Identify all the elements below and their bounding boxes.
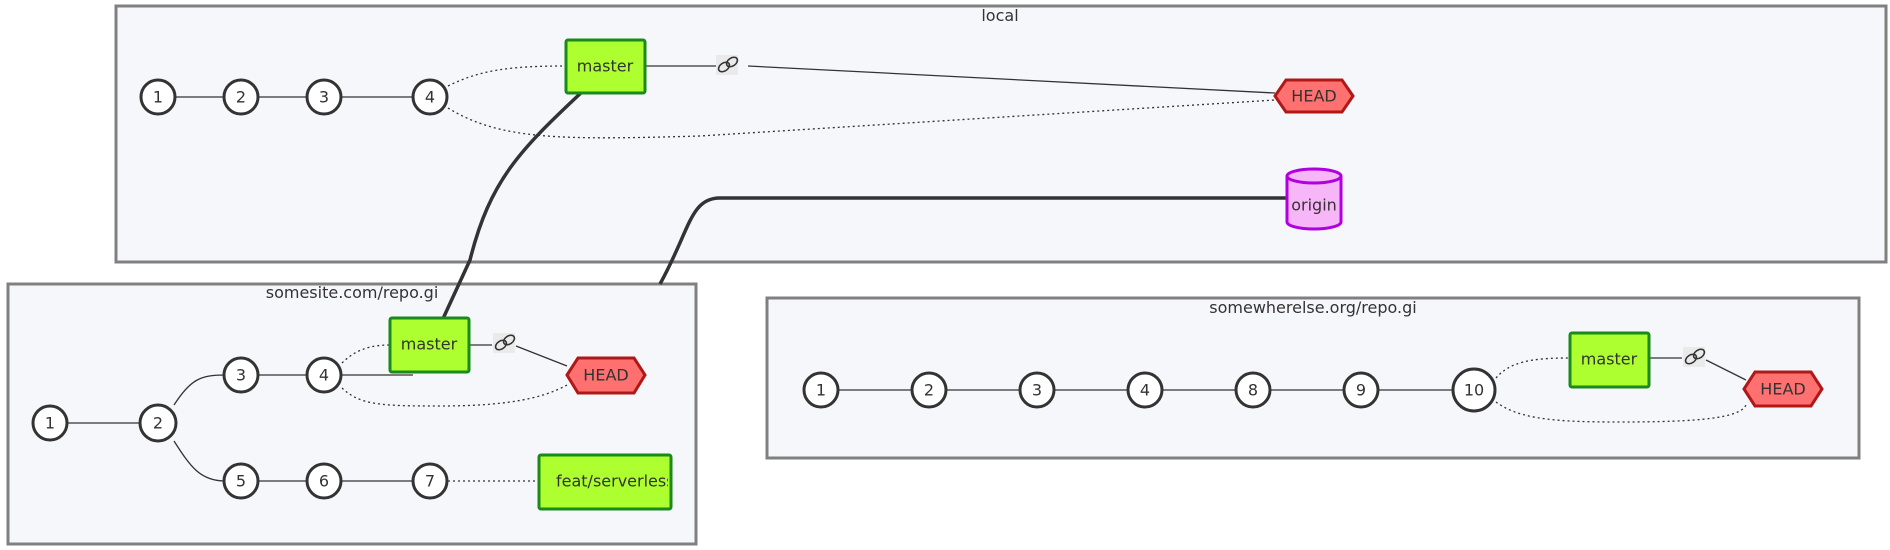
head-label: HEAD <box>1291 87 1336 106</box>
remote-label: origin <box>1291 196 1337 215</box>
commit-label: 4 <box>1140 381 1150 400</box>
commit-label: 1 <box>45 414 55 433</box>
commit-label: 3 <box>236 366 246 385</box>
commit-node[interactable]: 8 <box>1234 371 1272 409</box>
commit-label: 9 <box>1356 381 1366 400</box>
nodes-somesite: 1 2 3 4 5 6 7 master <box>31 316 675 511</box>
head-label: HEAD <box>1760 380 1805 399</box>
commit-label: 1 <box>816 381 826 400</box>
commit-label: 2 <box>924 381 934 400</box>
branch-master-somesite[interactable]: master <box>388 316 471 374</box>
link-icon <box>716 55 739 75</box>
commit-label: 5 <box>236 472 246 491</box>
head-label: HEAD <box>583 366 628 385</box>
commit-node[interactable]: 2 <box>138 403 178 443</box>
commit-node[interactable]: 3 <box>305 78 343 116</box>
edge-origin-to-somesite <box>658 196 1287 285</box>
edges-somewherelse <box>838 357 1747 423</box>
cluster-title-local: local <box>981 6 1018 25</box>
nodes-somewherelse: 1 2 3 4 8 9 10 master <box>802 331 1824 413</box>
head-somewherelse[interactable]: HEAD <box>1742 370 1824 408</box>
branch-label: master <box>1581 350 1638 369</box>
link-icon <box>1683 347 1706 367</box>
head-local[interactable]: HEAD <box>1273 78 1355 114</box>
remote-origin[interactable]: origin <box>1285 167 1343 231</box>
commit-label: 1 <box>153 88 163 107</box>
branch-label: master <box>577 57 634 76</box>
commit-node[interactable]: 6 <box>305 462 343 500</box>
commit-node[interactable]: 10 <box>1451 367 1497 413</box>
edge <box>747 65 1276 94</box>
commit-node[interactable]: 4 <box>411 78 449 116</box>
commit-node[interactable]: 4 <box>1126 371 1164 409</box>
branch-label: master <box>401 335 458 354</box>
commit-node[interactable]: 7 <box>411 462 449 500</box>
edge <box>1495 357 1571 379</box>
commit-label: 3 <box>1032 381 1042 400</box>
edges-local <box>176 65 1276 139</box>
cluster-somesite: somesite.com/repo.gi <box>6 282 698 546</box>
branch-master-somewherelse[interactable]: master <box>1568 331 1651 389</box>
commit-label: 2 <box>236 88 246 107</box>
cross-edges <box>439 89 1287 324</box>
edge-local-master-to-remote-master <box>439 89 585 324</box>
edge <box>447 65 567 87</box>
edge <box>447 99 1276 139</box>
cluster-title-somesite: somesite.com/repo.gi <box>266 283 439 302</box>
commit-node[interactable]: 3 <box>222 356 260 394</box>
commit-label: 7 <box>425 472 435 491</box>
commit-label: 6 <box>319 472 329 491</box>
commit-node[interactable]: 9 <box>1342 371 1380 409</box>
commit-node[interactable]: 1 <box>31 404 69 442</box>
edge <box>173 374 226 406</box>
branch-feat-serverless[interactable]: feat/serverless <box>537 453 675 511</box>
head-somesite[interactable]: HEAD <box>565 356 647 395</box>
commit-label: 2 <box>153 414 163 433</box>
cluster-somewherelse: somewherelse.org/repo.gi <box>765 296 1861 460</box>
commit-node[interactable]: 3 <box>1018 371 1056 409</box>
branch-master-local[interactable]: master <box>564 38 647 95</box>
commit-node[interactable]: 4 <box>305 356 343 394</box>
commit-node[interactable]: 5 <box>222 462 260 500</box>
commit-node[interactable]: 2 <box>222 78 260 116</box>
cluster-local: local <box>114 4 1888 264</box>
edge <box>1705 359 1747 381</box>
commit-node[interactable]: 2 <box>910 371 948 409</box>
commit-label: 8 <box>1248 381 1258 400</box>
commit-label: 4 <box>425 88 435 107</box>
branch-label: feat/serverless <box>556 472 675 491</box>
nodes-local: 1 2 3 4 master HEAD orig <box>139 38 1355 231</box>
edge <box>515 345 568 367</box>
link-icon <box>493 333 516 353</box>
edge <box>173 440 226 482</box>
commit-node[interactable]: 1 <box>139 78 177 116</box>
commit-node[interactable]: 1 <box>802 371 840 409</box>
commit-label: 10 <box>1464 381 1484 400</box>
commit-label: 4 <box>319 366 329 385</box>
edges-somesite <box>68 344 568 482</box>
edge <box>341 344 391 364</box>
commit-label: 3 <box>319 88 329 107</box>
cluster-title-somewherelse: somewherelse.org/repo.gi <box>1209 298 1416 317</box>
